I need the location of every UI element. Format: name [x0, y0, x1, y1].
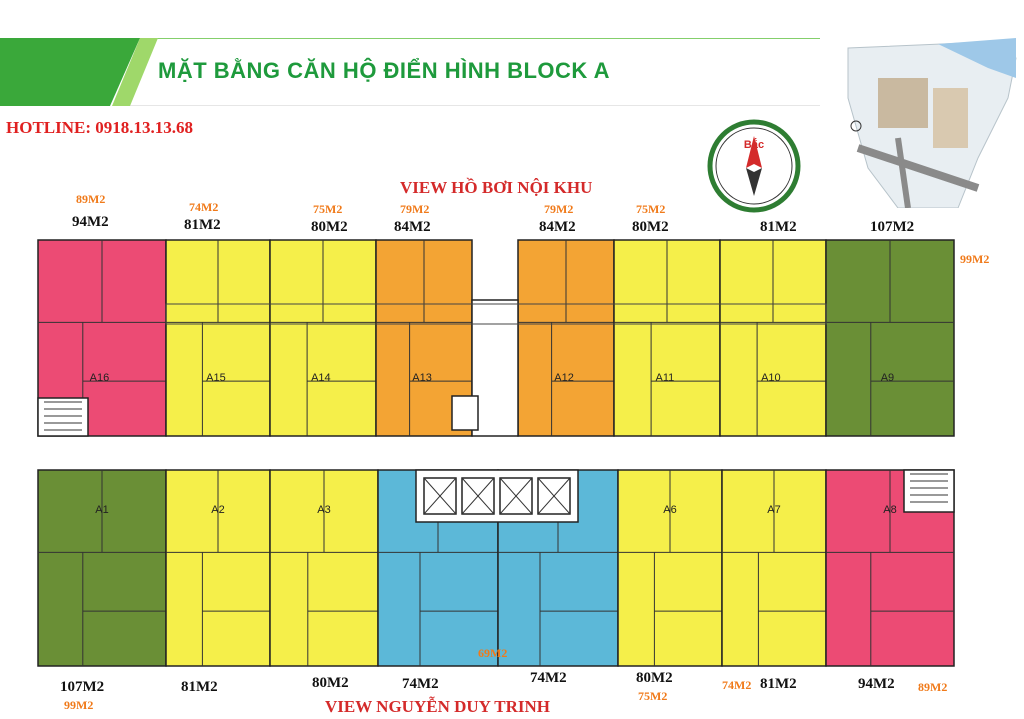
elevator-2-cross-b — [461, 477, 495, 515]
unit-a2 — [165, 469, 271, 667]
unit-label-a16: A16 — [90, 372, 110, 384]
unit-label-a3: A3 — [317, 504, 330, 516]
page-title: MẶT BẰNG CĂN HỘ ĐIỂN HÌNH BLOCK A — [158, 58, 610, 83]
north-compass: Bắc — [707, 119, 801, 213]
compass-label: Bắc — [744, 138, 764, 151]
compass-needle-north — [746, 136, 762, 168]
alt-area-a7: 74M2 — [722, 678, 752, 692]
elevator-4-cross-b — [537, 477, 571, 515]
unit-a12 — [517, 239, 615, 437]
view-bottom-label: VIEW NGUYỄN DUY TRINH — [325, 697, 550, 716]
unit-label-a10: A10 — [761, 372, 781, 384]
site-map-thumbnail — [838, 38, 1018, 208]
unit-a16 — [37, 239, 167, 437]
alt-area-a11: 75M2 — [636, 202, 666, 216]
alt-area-a13: 79M2 — [400, 202, 430, 216]
alt-area-a8: 89M2 — [918, 680, 948, 694]
area-label-a9: 107M2 — [870, 219, 915, 235]
alt-area-a9: 99M2 — [960, 252, 990, 266]
unit-a4 — [377, 469, 499, 667]
unit-a1 — [37, 469, 167, 667]
unit-a8 — [825, 469, 955, 667]
top-left-stair — [37, 397, 89, 437]
area-label-a2: 81M2 — [181, 679, 218, 695]
top-stair — [451, 395, 479, 431]
unit-a10 — [719, 239, 827, 437]
unit-a7 — [721, 469, 827, 667]
unit-a14 — [269, 239, 377, 437]
area-label-a10: 81M2 — [760, 219, 797, 235]
unit-label-a1: A1 — [95, 504, 108, 516]
area-label-a4: 74M2 — [402, 676, 439, 692]
area-label-a6: 80M2 — [636, 670, 673, 686]
elevator-3-cross-a — [499, 477, 533, 515]
area-label-a11: 80M2 — [632, 219, 669, 235]
elevator-3 — [499, 477, 533, 515]
top-corridor — [165, 303, 827, 325]
elevator-1-cross-b — [423, 477, 457, 515]
unit-a9 — [825, 239, 955, 437]
bottom-right-stair — [903, 469, 955, 513]
top-block: A16 A15 A14 A13 A12 A11 A10 A9 — [37, 239, 955, 437]
unit-a15 — [165, 239, 271, 437]
unit-label-a8: A8 — [883, 504, 896, 516]
hotline-text[interactable]: HOTLINE: 0918.13.13.68 — [6, 118, 194, 137]
alt-area-a6: 75M2 — [638, 689, 668, 703]
elevator-4 — [537, 477, 571, 515]
unit-label-a15: A15 — [206, 372, 226, 384]
alt-area-a12: 79M2 — [544, 202, 574, 216]
area-label-a15: 81M2 — [184, 217, 221, 233]
alt-area-a4: 69M2 — [478, 646, 508, 660]
unit-label-a12: A12 — [554, 372, 574, 384]
elevator-1 — [423, 477, 457, 515]
elevator-3-cross-b — [499, 477, 533, 515]
area-label-a5: 74M2 — [530, 670, 567, 686]
alt-area-a1: 99M2 — [64, 698, 94, 712]
alt-area-a15: 74M2 — [189, 200, 219, 214]
area-label-a14: 80M2 — [311, 219, 348, 235]
compass-needle-south — [746, 168, 762, 196]
area-label-a8: 94M2 — [858, 676, 895, 692]
unit-a3 — [269, 469, 379, 667]
elevator-2-cross-a — [461, 477, 495, 515]
unit-label-a9: A9 — [881, 372, 894, 384]
view-top-label: VIEW HỒ BƠI NỘI KHU — [400, 178, 593, 197]
alt-area-a16: 89M2 — [76, 192, 106, 206]
unit-label-a5: A5 — [551, 504, 564, 516]
unit-label-a6: A6 — [663, 504, 676, 516]
unit-label-a7: A7 — [767, 504, 780, 516]
unit-label-a4: A4 — [431, 504, 444, 516]
top-core-corridor — [471, 299, 519, 437]
area-label-a3: 80M2 — [312, 675, 349, 691]
title-banner — [0, 38, 820, 106]
alt-area-a14: 75M2 — [313, 202, 343, 216]
area-label-a7: 81M2 — [760, 676, 797, 692]
area-label-a16: 94M2 — [72, 214, 109, 230]
unit-a13 — [375, 239, 473, 437]
bottom-elevator-core — [415, 469, 579, 523]
unit-a11 — [613, 239, 721, 437]
unit-label-a13: A13 — [412, 372, 432, 384]
elevator-1-cross-a — [423, 477, 457, 515]
unit-label-a2: A2 — [211, 504, 224, 516]
unit-a6 — [617, 469, 723, 667]
elevator-2 — [461, 477, 495, 515]
unit-a5 — [497, 469, 619, 667]
unit-label-a14: A14 — [311, 372, 331, 384]
area-label-a1: 107M2 — [60, 679, 105, 695]
elevator-4-cross-a — [537, 477, 571, 515]
unit-label-a11: A11 — [655, 372, 674, 384]
area-label-a13: 84M2 — [394, 219, 431, 235]
area-label-a12: 84M2 — [539, 219, 576, 235]
bottom-block: A1 A2 A3 A4 A5 A6 A7 A8 — [37, 469, 955, 667]
